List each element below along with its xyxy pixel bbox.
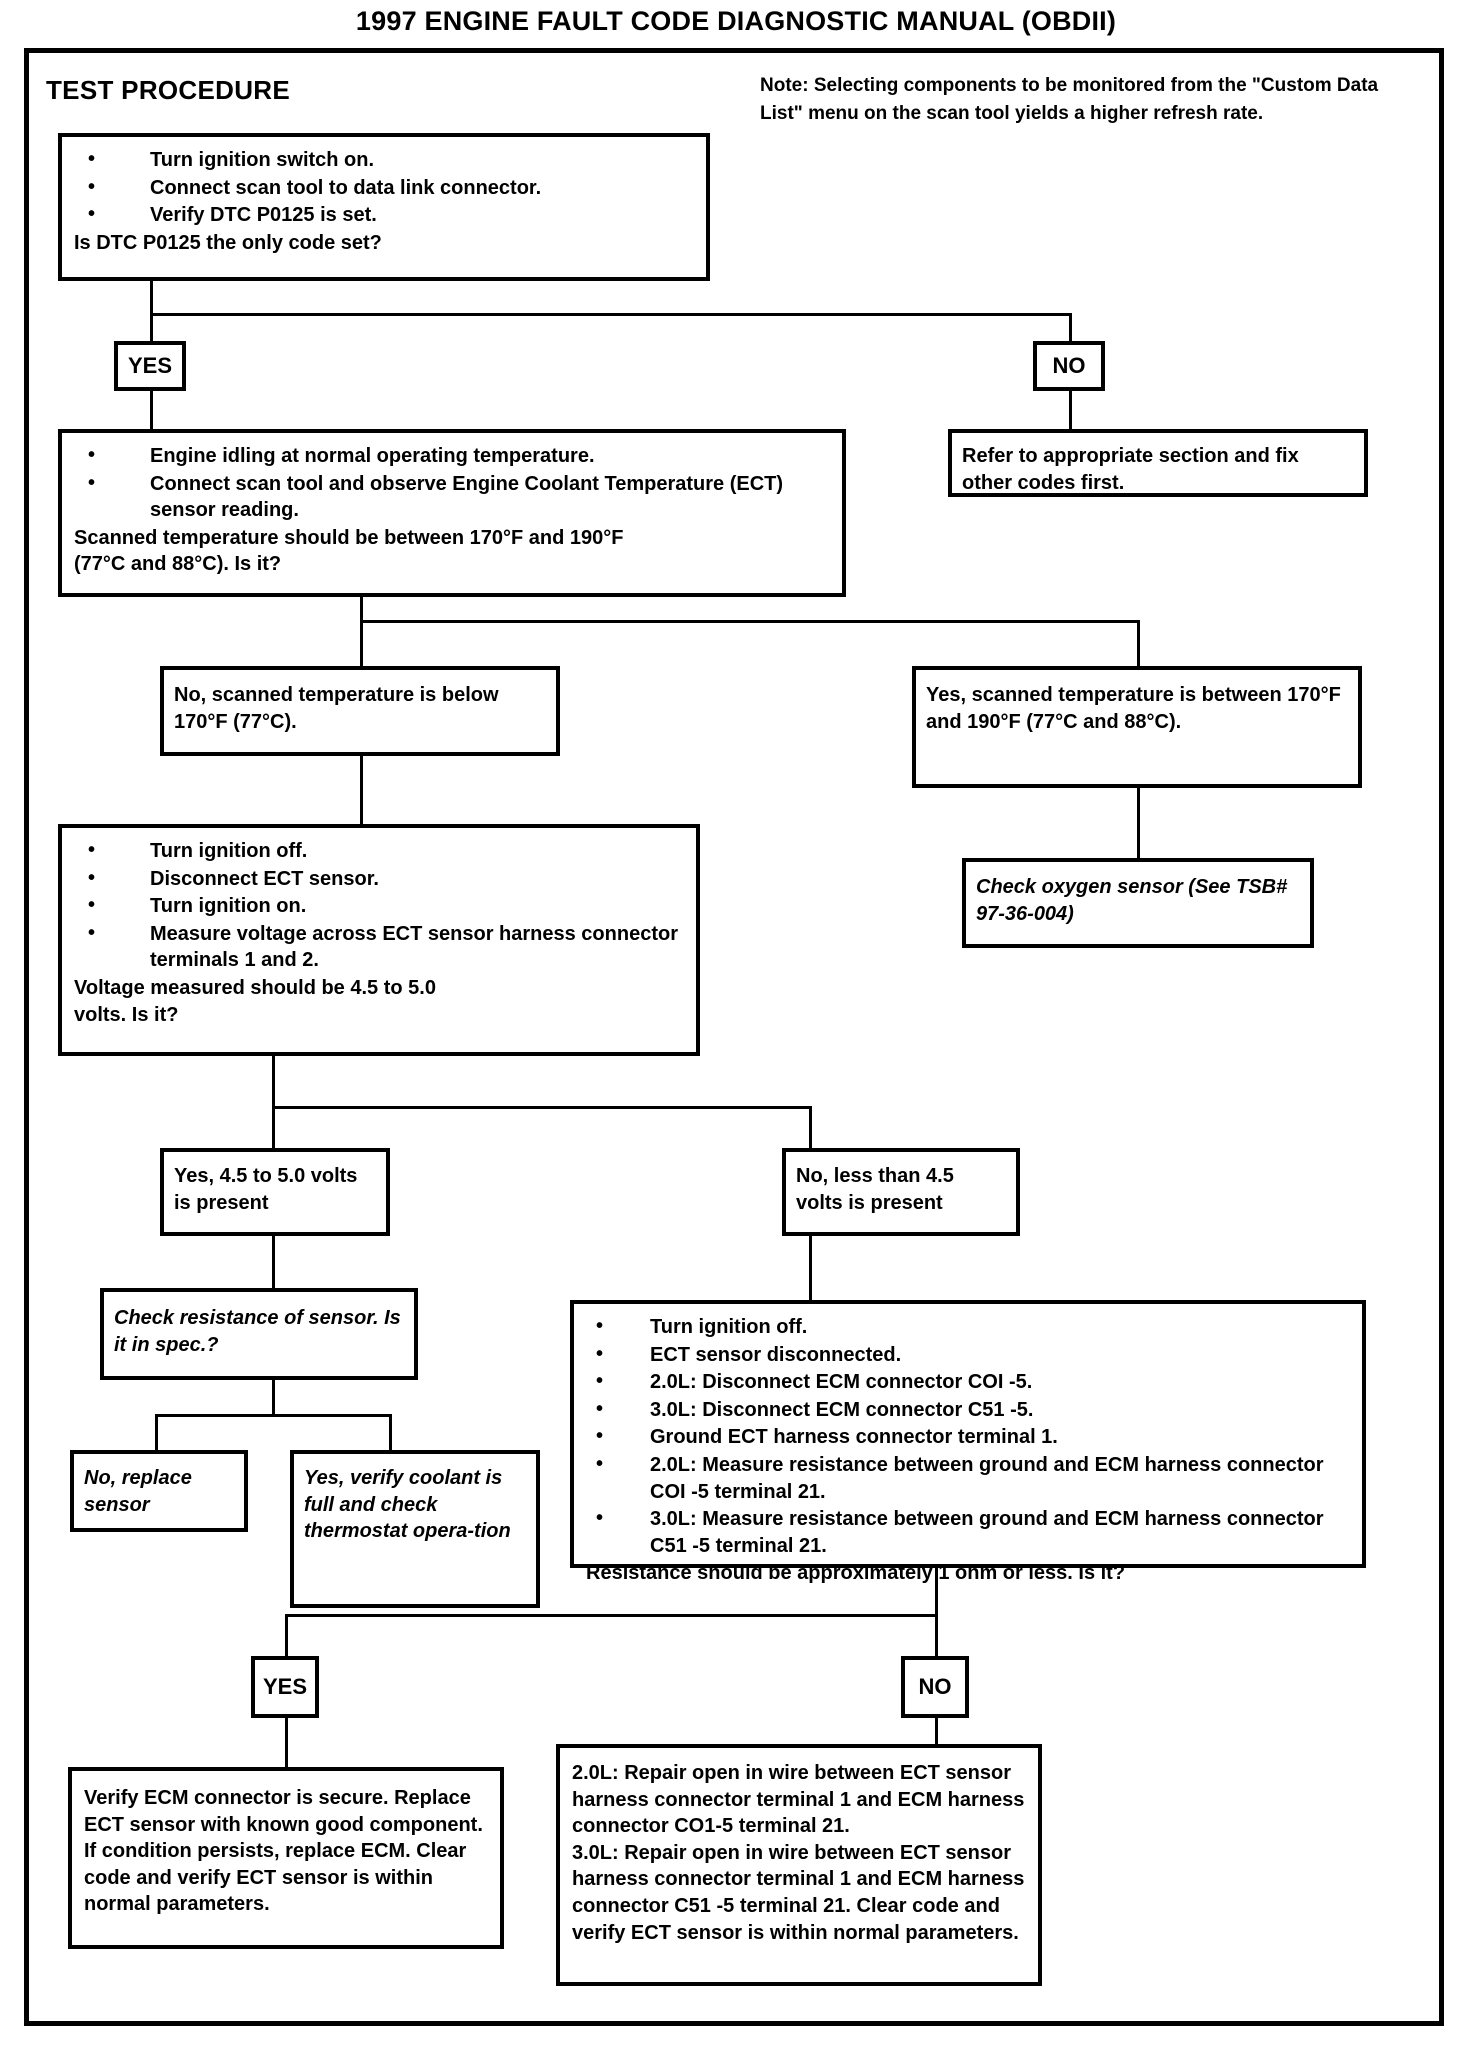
- step4-box: Turn ignition off. ECT sensor disconnect…: [570, 1300, 1366, 1584]
- list-item: Turn ignition switch on.: [74, 146, 694, 174]
- step3-question-line2: volts. Is it?: [74, 1003, 179, 1026]
- final-no-line-2l: 2.0L: Repair open in wire between ECT se…: [572, 1762, 1025, 1838]
- connector-line: [935, 1568, 938, 1616]
- list-item: 3.0L: Disconnect ECM connector C51 -5.: [586, 1396, 1350, 1424]
- connector-line: [935, 1614, 938, 1656]
- list-item: 2.0L: Measure resistance between ground …: [586, 1451, 1350, 1505]
- connector-line: [1069, 313, 1072, 341]
- connector-line: [155, 1414, 392, 1417]
- page-title: 1997 ENGINE FAULT CODE DIAGNOSTIC MANUAL…: [355, 6, 1117, 36]
- connector-line: [155, 1414, 158, 1452]
- connector-line: [272, 1106, 812, 1109]
- page-border: [24, 48, 1444, 2026]
- list-item: 2.0L: Disconnect ECM connector COI -5.: [586, 1368, 1350, 1396]
- connector-line: [285, 1614, 288, 1656]
- step3-bullet-list: Turn ignition off. Disconnect ECT sensor…: [74, 837, 684, 974]
- list-item: Connect scan tool and observe Engine Coo…: [74, 470, 830, 524]
- branch2-yes-badge: YES: [251, 1656, 319, 1718]
- connector-line: [360, 597, 363, 622]
- connector-line: [272, 1380, 275, 1416]
- list-item: Turn ignition off.: [586, 1313, 1350, 1341]
- step1-question: Is DTC P0125 the only code set?: [74, 231, 382, 254]
- section-heading: TEST PROCEDURE: [46, 75, 291, 105]
- connector-line: [809, 1106, 812, 1148]
- list-item: Ground ECT harness connector terminal 1.: [586, 1423, 1350, 1451]
- step2-bullet-list: Engine idling at normal operating temper…: [74, 442, 830, 524]
- voltage-yes-box: Yes, 4.5 to 5.0 volts is present: [160, 1148, 390, 1236]
- connector-line: [150, 313, 1072, 316]
- list-item: Disconnect ECT sensor.: [74, 865, 684, 893]
- connector-line: [360, 620, 363, 668]
- check-oxygen-sensor-box: Check oxygen sensor (See TSB# 97-36-004): [962, 858, 1314, 948]
- step4-bullet-list: Turn ignition off. ECT sensor disconnect…: [586, 1313, 1350, 1559]
- step1-bullet-list: Turn ignition switch on. Connect scan to…: [74, 146, 694, 229]
- connector-line: [150, 391, 153, 448]
- list-item: Verify DTC P0125 is set.: [74, 201, 694, 229]
- connector-line: [935, 1718, 938, 1746]
- step3-box: Turn ignition off. Disconnect ECT sensor…: [58, 824, 700, 1056]
- step2-box: Engine idling at normal operating temper…: [58, 429, 846, 597]
- verify-coolant-box: Yes, verify coolant is full and check th…: [290, 1450, 540, 1608]
- step2-question-line2: (77°C and 88°C). Is it?: [74, 553, 282, 576]
- connector-line: [389, 1414, 392, 1452]
- list-item: Engine idling at normal operating temper…: [74, 442, 830, 470]
- step2-question-line1: Scanned temperature should be between 17…: [74, 526, 624, 549]
- step4-question: Resistance should be approximately 1 ohm…: [586, 1562, 1126, 1585]
- connector-line: [272, 1056, 275, 1108]
- connector-line: [1137, 788, 1140, 858]
- final-no-box: 2.0L: Repair open in wire between ECT se…: [556, 1744, 1042, 1986]
- connector-line: [1137, 620, 1140, 668]
- list-item: 3.0L: Measure resistance between ground …: [586, 1505, 1350, 1559]
- connector-line: [360, 756, 363, 824]
- connector-line: [150, 281, 153, 316]
- list-item: Turn ignition off.: [74, 837, 684, 865]
- step3-question-line1: Voltage measured should be 4.5 to 5.0: [74, 976, 436, 999]
- temp-in-range-box: Yes, scanned temperature is between 170°…: [912, 666, 1362, 788]
- list-item: Connect scan tool to data link connector…: [74, 174, 694, 202]
- connector-line: [150, 313, 153, 341]
- voltage-no-box: No, less than 4.5 volts is present: [782, 1148, 1020, 1236]
- final-yes-box: Verify ECM connector is secure. Replace …: [68, 1767, 504, 1949]
- connector-line: [1069, 391, 1072, 429]
- check-resistance-box: Check resistance of sensor. Is it in spe…: [100, 1288, 418, 1380]
- connector-line: [285, 1614, 937, 1617]
- temp-below-box: No, scanned temperature is below 170°F (…: [160, 666, 560, 756]
- connector-line: [272, 1106, 275, 1148]
- list-item: Turn ignition on.: [74, 892, 684, 920]
- connector-line: [285, 1718, 288, 1768]
- final-no-line-3l: 3.0L: Repair open in wire between ECT se…: [572, 1841, 1025, 1944]
- refer-other-codes-box: Refer to appropriate section and fix oth…: [948, 429, 1368, 497]
- list-item: ECT sensor disconnected.: [586, 1341, 1350, 1369]
- branch1-yes-badge: YES: [114, 341, 186, 391]
- branch2-no-badge: NO: [901, 1656, 969, 1718]
- connector-line: [809, 1236, 812, 1300]
- connector-line: [360, 620, 1140, 623]
- branch1-no-badge: NO: [1033, 341, 1105, 391]
- note-text: Note: Selecting components to be monitor…: [760, 75, 1379, 124]
- list-item: Measure voltage across ECT sensor harnes…: [74, 920, 684, 974]
- connector-line: [272, 1236, 275, 1318]
- replace-sensor-box: No, replace sensor: [70, 1450, 248, 1532]
- step1-box: Turn ignition switch on. Connect scan to…: [58, 133, 710, 281]
